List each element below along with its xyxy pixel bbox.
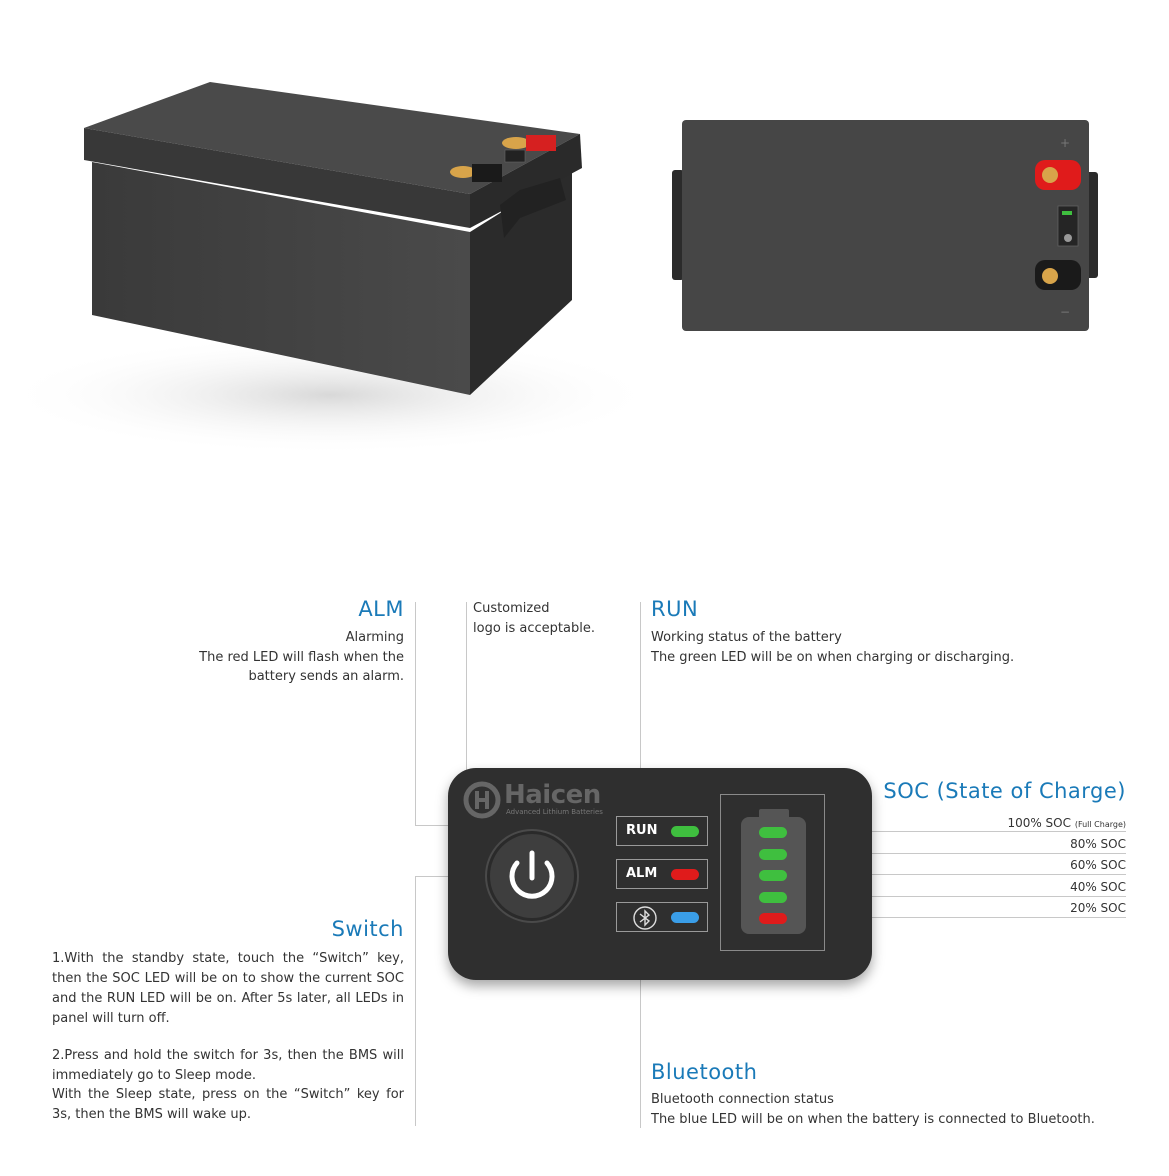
bluetooth-title: Bluetooth — [651, 1060, 758, 1084]
top-view-negative-mark: − — [1060, 305, 1070, 319]
battery-renders: + − — [0, 82, 1098, 455]
switch-desc-1: 1.With the standby state, touch the “Swi… — [52, 951, 404, 1026]
alm-desc-2: battery sends an alarm. — [248, 669, 404, 684]
alm-subtitle: Alarming — [345, 630, 404, 645]
bluetooth-desc: The blue LED will be on when the battery… — [651, 1112, 1095, 1127]
run-subtitle: Working status of the battery — [651, 630, 842, 645]
soc-title: SOC (State of Charge) — [883, 779, 1126, 803]
bluetooth-indicator — [616, 902, 708, 932]
soc-leader-40 — [790, 896, 1126, 897]
run-title: RUN — [651, 597, 699, 621]
bluetooth-subtitle: Bluetooth connection status — [651, 1092, 834, 1107]
run-desc: The green LED will be on when charging o… — [651, 650, 1015, 665]
bluetooth-leader — [640, 932, 641, 1128]
soc-label-80: 80% SOC — [1070, 837, 1126, 851]
run-leader — [640, 602, 641, 817]
soc-led-60 — [759, 870, 787, 881]
run-indicator-label: RUN — [626, 823, 658, 838]
bluetooth-led — [671, 912, 699, 923]
haicen-logo-icon — [463, 781, 501, 819]
soc-led-80 — [759, 849, 787, 860]
battery-control-panel: Haicen Advanced Lithium Batteries RUN AL… — [448, 768, 872, 980]
soc-battery-cap — [759, 809, 789, 817]
switch-title: Switch — [331, 917, 404, 941]
soc-gauge — [720, 794, 825, 951]
switch-desc-2b: With the Sleep state, press on the “Swit… — [52, 1087, 404, 1122]
power-icon — [509, 850, 555, 899]
alm-leader-vertical — [415, 602, 416, 825]
alm-title: ALM — [358, 597, 404, 621]
soc-leader-80 — [790, 853, 1126, 854]
soc-battery-body — [741, 817, 806, 934]
brand-name: Haicen — [504, 780, 601, 810]
soc-label-40: 40% SOC — [1070, 880, 1126, 894]
soc-label-60: 60% SOC — [1070, 858, 1126, 872]
soc-label-20: 20% SOC — [1070, 901, 1126, 915]
soc-leader-60 — [790, 874, 1126, 875]
run-indicator: RUN — [616, 816, 708, 846]
brand-tagline: Advanced Lithium Batteries — [506, 808, 603, 816]
soc-leader-20 — [790, 917, 1126, 918]
alm-desc-1: The red LED will flash when the — [199, 650, 404, 665]
alm-led — [671, 869, 699, 880]
soc-led-100 — [759, 827, 787, 838]
battery-top-view — [672, 120, 1098, 331]
soc-led-20 — [759, 913, 787, 924]
soc-leader-100 — [790, 831, 1126, 832]
top-view-positive-mark: + — [1060, 136, 1070, 150]
bluetooth-icon — [633, 906, 657, 930]
alm-indicator-label: ALM — [626, 866, 658, 881]
soc-label-100: 100% SOC (Full Charge) — [966, 816, 1126, 830]
logo-leader — [466, 602, 467, 792]
battery-perspective — [84, 82, 582, 395]
positive-terminal — [502, 137, 530, 149]
soc-label-100-text: 100% SOC — [1007, 816, 1071, 830]
power-switch-button[interactable] — [490, 834, 574, 918]
logo-note-2: logo is acceptable. — [473, 621, 595, 636]
run-led — [671, 826, 699, 837]
soc-label-100-note: (Full Charge) — [1074, 820, 1126, 829]
logo-note-1: Customized — [473, 601, 550, 616]
negative-terminal — [450, 166, 476, 178]
alm-indicator: ALM — [616, 859, 708, 889]
switch-leader-vertical — [415, 876, 416, 1126]
soc-led-40 — [759, 892, 787, 903]
switch-desc-2a: 2.Press and hold the switch for 3s, then… — [52, 1048, 404, 1083]
